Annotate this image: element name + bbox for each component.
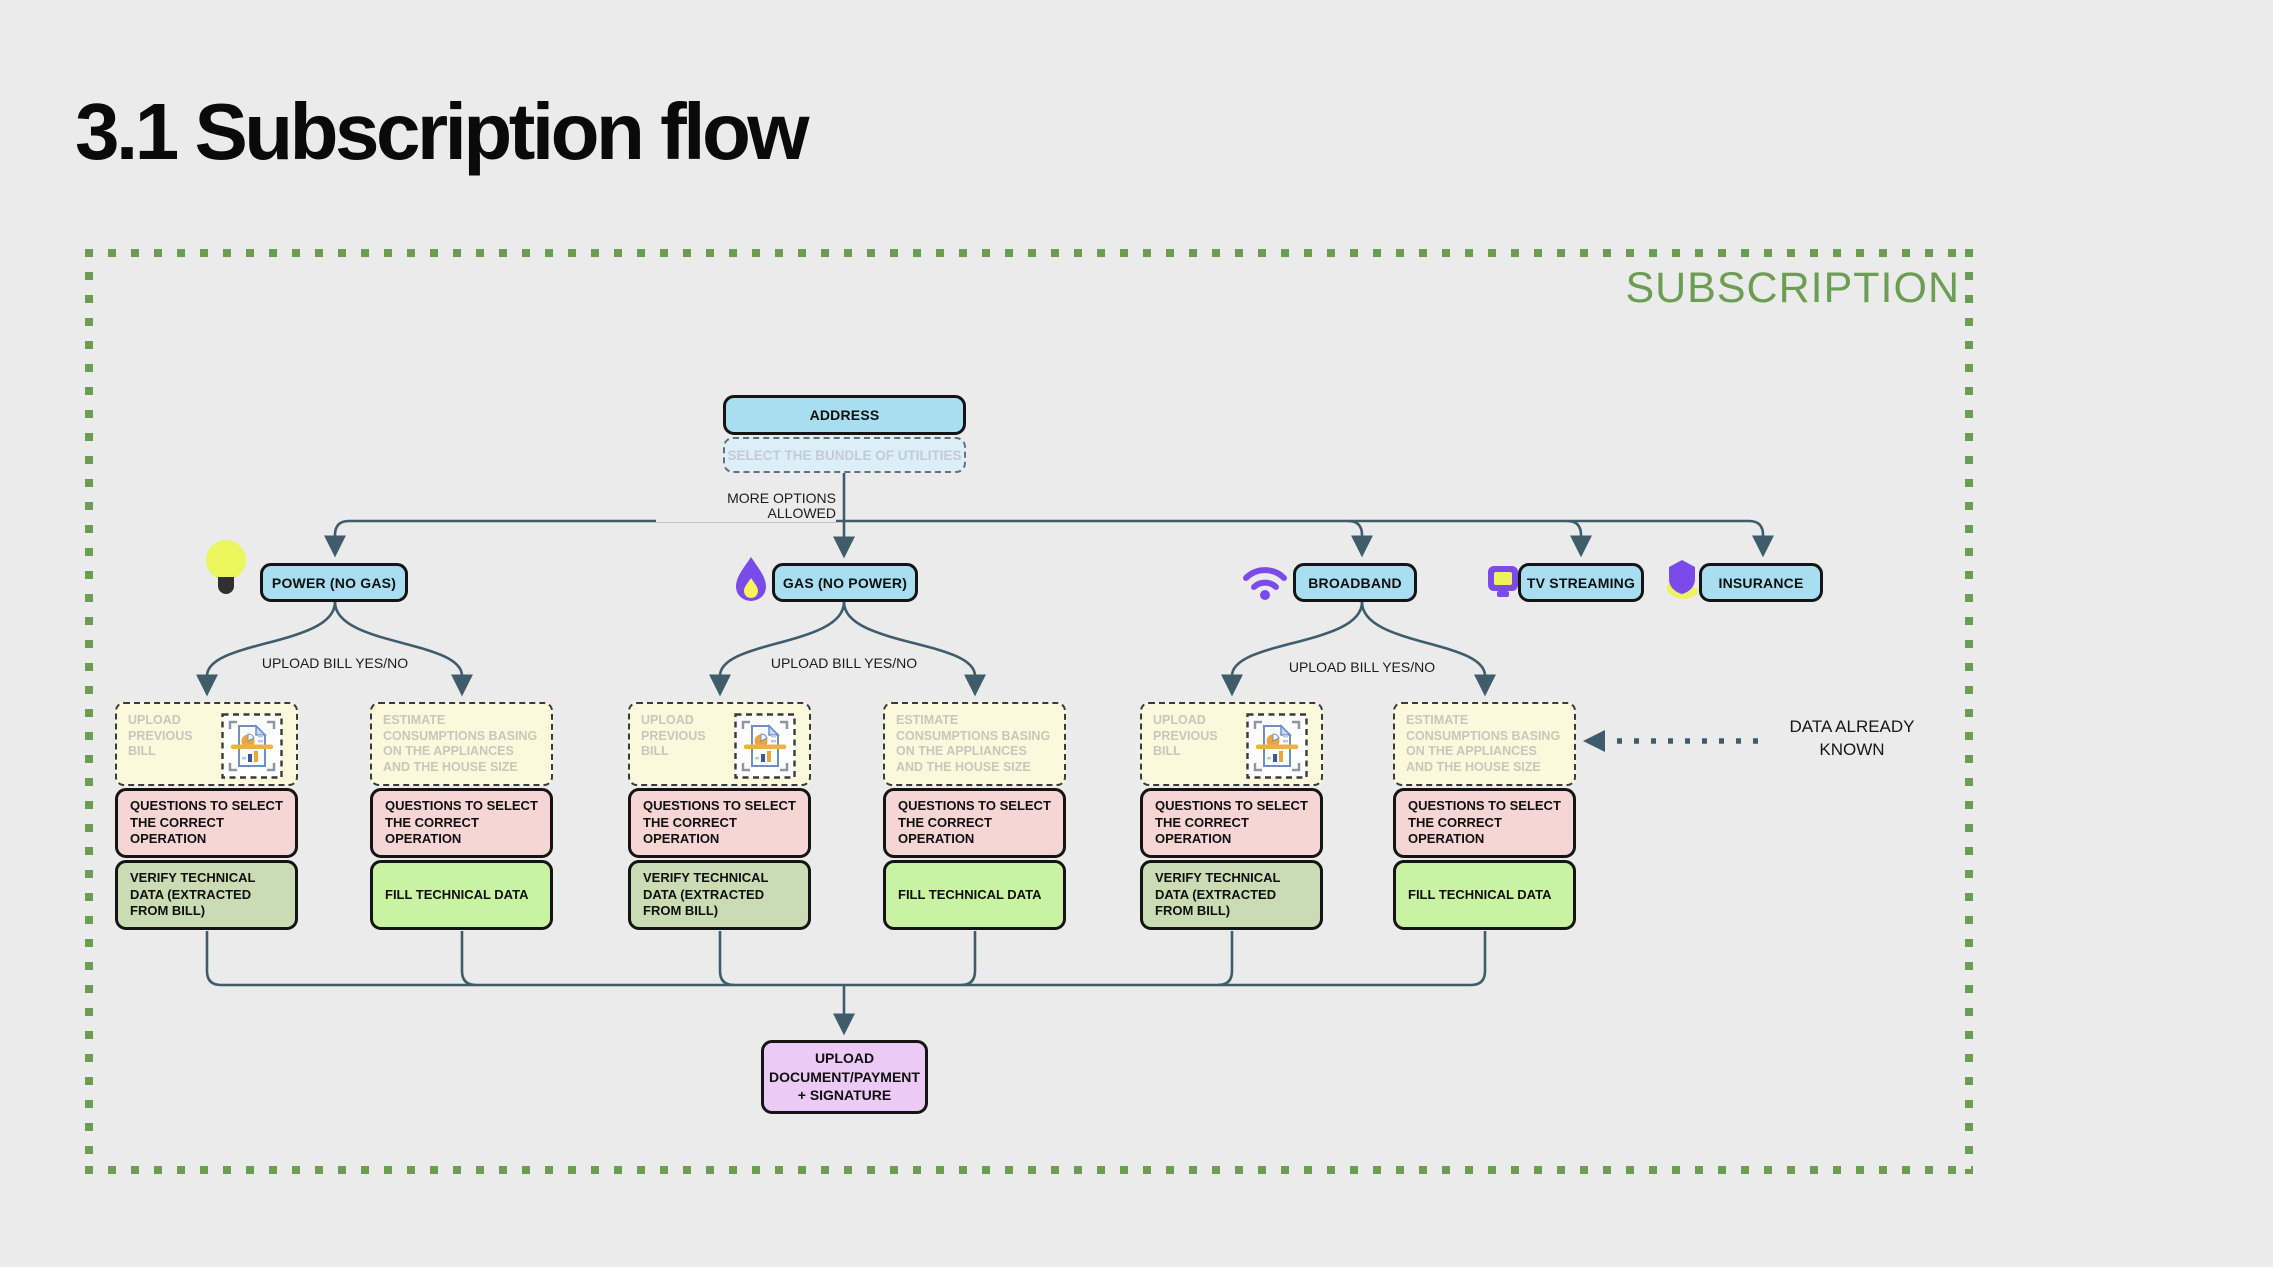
flame-icon: [736, 556, 766, 602]
upload-previous-bill-node: UPLOAD PREVIOUS BILL: [115, 702, 298, 786]
verify-technical-data-node: VERIFY TECHNICAL DATA (EXTRACTED FROM BI…: [1140, 860, 1323, 930]
lightbulb-icon: [204, 539, 248, 599]
insurance-icon: [1664, 559, 1700, 601]
estimate-consumptions-node: ESTIMATE CONSUMPTIONS BASING ON THE APPL…: [1393, 702, 1576, 786]
data-already-known-note: DATA ALREADY KNOWN: [1789, 717, 1915, 759]
more-options-label: MORE OPTIONS ALLOWED: [656, 490, 836, 522]
address-node: ADDRESS: [723, 395, 966, 435]
broadband-estimate-column: ESTIMATE CONSUMPTIONS BASING ON THE APPL…: [1393, 702, 1576, 930]
upload-bill-label-broadband: UPLOAD BILL YES/NO: [1272, 659, 1452, 676]
questions-node: QUESTIONS TO SELECT THE CORRECT OPERATIO…: [115, 788, 298, 858]
utility-power-node: POWER (NO GAS): [260, 563, 408, 602]
bill-scan-icon: [1246, 713, 1308, 779]
bill-scan-icon: [734, 713, 796, 779]
questions-node: QUESTIONS TO SELECT THE CORRECT OPERATIO…: [1140, 788, 1323, 858]
questions-node: QUESTIONS TO SELECT THE CORRECT OPERATIO…: [370, 788, 553, 858]
utility-broadband-node: BROADBAND: [1293, 563, 1417, 602]
fill-technical-data-node: FILL TECHNICAL DATA: [883, 860, 1066, 930]
fill-technical-data-node: FILL TECHNICAL DATA: [370, 860, 553, 930]
upload-previous-bill-node: UPLOAD PREVIOUS BILL: [1140, 702, 1323, 786]
questions-node: QUESTIONS TO SELECT THE CORRECT OPERATIO…: [883, 788, 1066, 858]
upload-bill-label-power: UPLOAD BILL YES/NO: [245, 655, 425, 672]
power-estimate-column: ESTIMATE CONSUMPTIONS BASING ON THE APPL…: [370, 702, 553, 930]
utility-tv-streaming-node: TV STREAMING: [1518, 563, 1644, 602]
fill-technical-data-node: FILL TECHNICAL DATA: [1393, 860, 1576, 930]
power-upload-column: UPLOAD PREVIOUS BILL QUESTI: [115, 702, 298, 930]
gas-estimate-column: ESTIMATE CONSUMPTIONS BASING ON THE APPL…: [883, 702, 1066, 930]
bill-scan-icon: [221, 713, 283, 779]
verify-technical-data-node: VERIFY TECHNICAL DATA (EXTRACTED FROM BI…: [115, 860, 298, 930]
broadband-upload-column: UPLOAD PREVIOUS BILL QUESTI: [1140, 702, 1323, 930]
questions-node: QUESTIONS TO SELECT THE CORRECT OPERATIO…: [628, 788, 811, 858]
estimate-consumptions-node: ESTIMATE CONSUMPTIONS BASING ON THE APPL…: [883, 702, 1066, 786]
estimate-consumptions-node: ESTIMATE CONSUMPTIONS BASING ON THE APPL…: [370, 702, 553, 786]
page-title: 3.1 Subscription flow: [75, 87, 810, 176]
gas-upload-column: UPLOAD PREVIOUS BILL QUESTI: [628, 702, 811, 930]
tv-icon: [1488, 565, 1518, 599]
utility-gas-node: GAS (NO POWER): [772, 563, 918, 602]
upload-bill-label-gas: UPLOAD BILL YES/NO: [754, 655, 934, 672]
wifi-icon: [1243, 563, 1287, 601]
left-arrowhead: [1583, 730, 1605, 752]
upload-document-payment-node: UPLOAD DOCUMENT/PAYMENT + SIGNATURE: [761, 1040, 928, 1114]
bundle-node: SELECT THE BUNDLE OF UTILITIES: [723, 437, 966, 473]
upload-previous-bill-node: UPLOAD PREVIOUS BILL: [628, 702, 811, 786]
utility-insurance-node: INSURANCE: [1699, 563, 1823, 602]
frame-label: SUBSCRIPTION: [1625, 264, 1960, 312]
questions-node: QUESTIONS TO SELECT THE CORRECT OPERATIO…: [1393, 788, 1576, 858]
verify-technical-data-node: VERIFY TECHNICAL DATA (EXTRACTED FROM BI…: [628, 860, 811, 930]
